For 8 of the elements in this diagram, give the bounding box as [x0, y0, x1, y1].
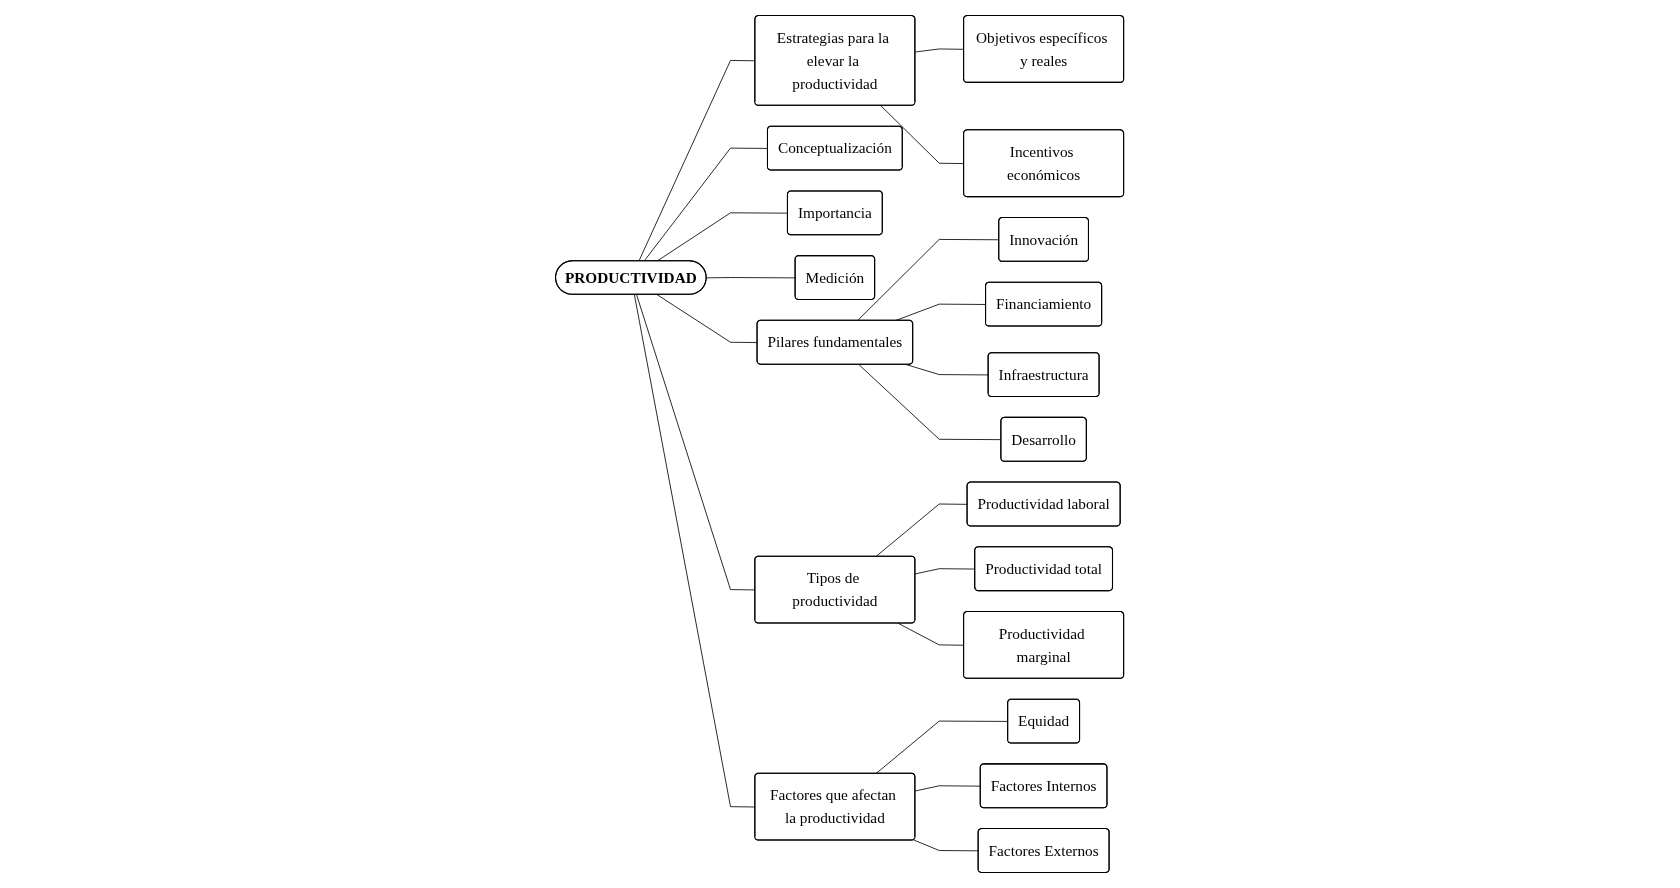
connector	[857, 239, 1000, 322]
connector	[880, 105, 965, 164]
connector	[636, 294, 757, 591]
connector	[634, 294, 757, 808]
connector	[915, 48, 965, 53]
connector	[875, 720, 1009, 775]
connector	[915, 568, 976, 575]
connector	[898, 622, 965, 646]
